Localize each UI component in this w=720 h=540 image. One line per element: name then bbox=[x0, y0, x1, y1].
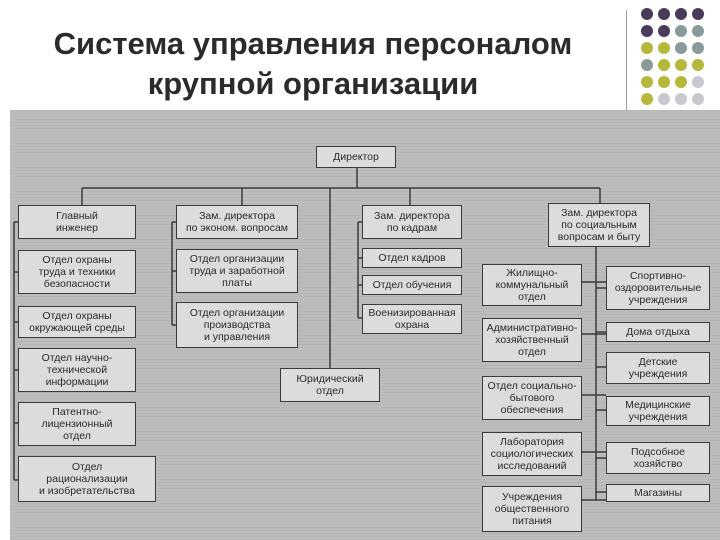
deputy-hr-box: Зам. директора по кадрам bbox=[362, 205, 462, 239]
economy-unit-box: Отдел организации производства и управле… bbox=[176, 302, 298, 348]
social-unit-box: Жилищно- коммунальный отдел bbox=[482, 264, 582, 306]
social-institution-box: Подсобное хозяйство bbox=[606, 442, 710, 474]
social-unit-box: Административно- хозяйственный отдел bbox=[482, 318, 582, 362]
social-unit-box: Лаборатория социологических исследований bbox=[482, 432, 582, 476]
engineer-unit-box: Патентно- лицензионный отдел bbox=[18, 402, 136, 446]
economy-unit-box: Отдел организации труда и заработной пла… bbox=[176, 249, 298, 293]
social-unit-box: Учреждения общественного питания bbox=[482, 486, 582, 532]
director-box: Директор bbox=[316, 146, 396, 168]
hr-unit-box: Отдел кадров bbox=[362, 248, 462, 268]
legal-dept-box: Юридический отдел bbox=[280, 368, 380, 402]
chief-engineer-box: Главный инженер bbox=[18, 205, 136, 239]
social-institution-box: Дома отдыха bbox=[606, 322, 710, 342]
engineer-unit-box: Отдел рационализации и изобретательства bbox=[18, 456, 156, 502]
engineer-unit-box: Отдел охраны труда и техники безопасност… bbox=[18, 250, 136, 294]
social-unit-box: Отдел социально- бытового обеспечения bbox=[482, 376, 582, 420]
hr-unit-box: Военизированная охрана bbox=[362, 304, 462, 334]
social-institution-box: Магазины bbox=[606, 484, 710, 502]
social-institution-box: Медицинские учреждения bbox=[606, 396, 710, 426]
engineer-unit-box: Отдел научно- технической информации bbox=[18, 348, 136, 392]
deputy-economy-box: Зам. директора по эконом. вопросам bbox=[176, 205, 298, 239]
social-institution-box: Детские учреждения bbox=[606, 352, 710, 384]
deputy-social-box: Зам. директора по социальным вопросам и … bbox=[548, 203, 650, 247]
social-institution-box: Спортивно- оздоровительные учреждения bbox=[606, 266, 710, 310]
hr-unit-box: Отдел обучения bbox=[362, 275, 462, 295]
engineer-unit-box: Отдел охраны окружающей среды bbox=[18, 306, 136, 338]
